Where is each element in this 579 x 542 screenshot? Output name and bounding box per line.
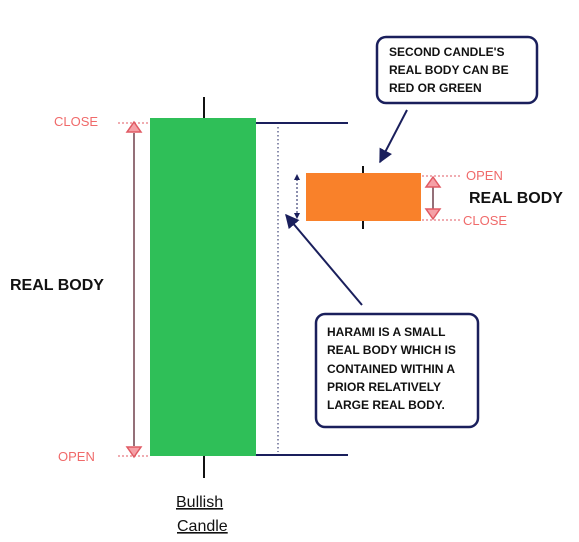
arrow-down-head: [125, 446, 143, 459]
callout-top-pointer: [379, 109, 408, 164]
callout-bottom-line2: REAL BODY WHICH IS: [327, 343, 456, 357]
first-body-height-arrow: [125, 120, 143, 459]
second-candle-body: [306, 173, 421, 221]
first-open-label: OPEN: [58, 449, 95, 464]
callout-harami-definition: HARAMI IS A SMALL REAL BODY WHICH IS CON…: [314, 312, 480, 429]
second-close-label: CLOSE: [463, 213, 507, 228]
callout-bottom-line1: HARAMI IS A SMALL: [327, 325, 445, 339]
callout-top-line2: REAL BODY CAN BE: [389, 63, 509, 77]
bullish-caption-line1: Bullish: [176, 494, 223, 511]
second-body-height-arrow: [424, 175, 442, 221]
second-open-label: OPEN: [466, 168, 503, 183]
callout-bottom-pointer: [285, 213, 363, 306]
bullish-caption-line2: Candle: [177, 518, 228, 535]
callout-bottom-line5: LARGE REAL BODY.: [327, 398, 445, 412]
callout-second-candle-color: SECOND CANDLE'S REAL BODY CAN BE RED OR …: [375, 35, 539, 105]
bullish-candle-body: [150, 118, 256, 456]
arrow-up-head: [125, 120, 143, 133]
second-body-navy-arrow: [294, 174, 300, 219]
callout-bottom-line3: CONTAINED WITHIN A: [327, 362, 455, 376]
first-real-body-label: REAL BODY: [10, 277, 104, 294]
second-real-body-label: REAL BODY: [469, 190, 563, 207]
callout-top-line1: SECOND CANDLE'S: [389, 45, 505, 59]
bullish-candle: [150, 97, 256, 478]
callout-top-line3: RED OR GREEN: [389, 81, 482, 95]
second-candle: [306, 166, 421, 229]
callout-bottom-line4: PRIOR RELATIVELY: [327, 380, 441, 394]
first-close-label: CLOSE: [54, 114, 98, 129]
